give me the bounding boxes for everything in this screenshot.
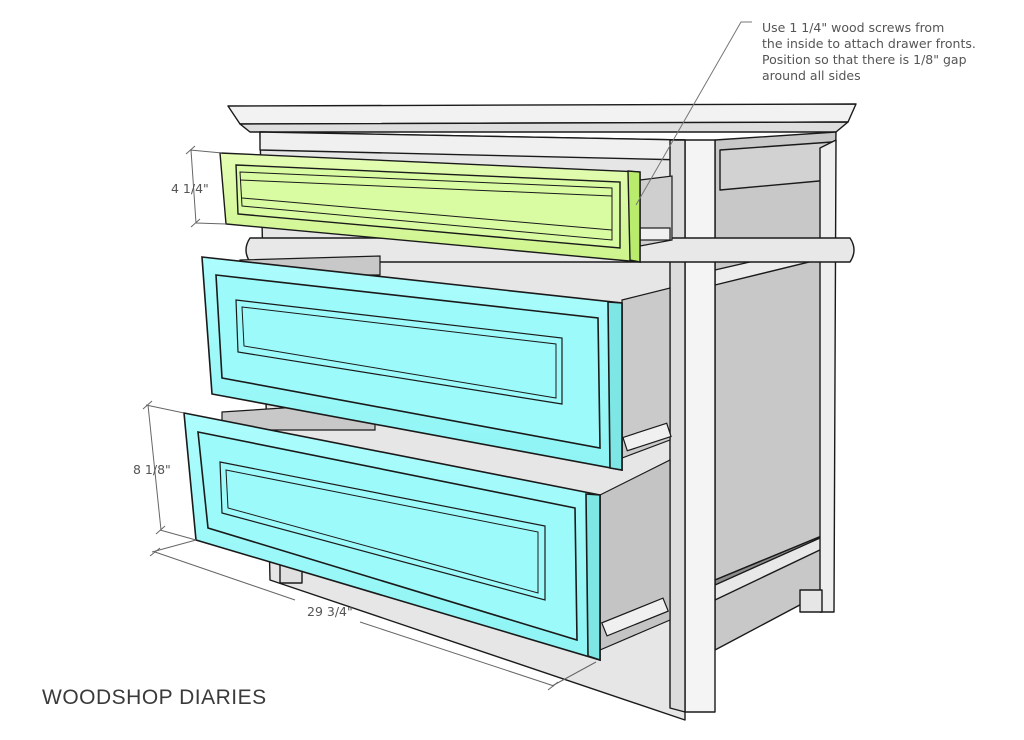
dimension-lines <box>142 145 597 691</box>
note-line-3: Position so that there is 1/8" gap <box>762 52 967 67</box>
lower-drawer-height-label: 8 1/8" <box>133 462 171 477</box>
note-line-1: Use 1 1/4" wood screws from <box>762 20 945 35</box>
note-line-4: around all sides <box>762 68 861 83</box>
note-line-2: the inside to attach drawer fronts. <box>762 36 976 51</box>
drawer-width-label: 29 3/4" <box>307 604 353 619</box>
cabinet-top <box>227 103 857 125</box>
brand-watermark: WOODSHOP DIARIES <box>42 686 267 709</box>
assembly-note: Use 1 1/4" wood screws from the inside t… <box>762 20 1022 84</box>
bottom-drawer-front[interactable] <box>183 412 601 662</box>
top-drawer-front[interactable] <box>219 152 641 263</box>
cabinet-front-leg <box>684 139 716 713</box>
middle-drawer-front[interactable] <box>201 256 623 471</box>
top-drawer-height-label: 4 1/4" <box>171 181 209 196</box>
annotation-leader <box>635 21 752 206</box>
